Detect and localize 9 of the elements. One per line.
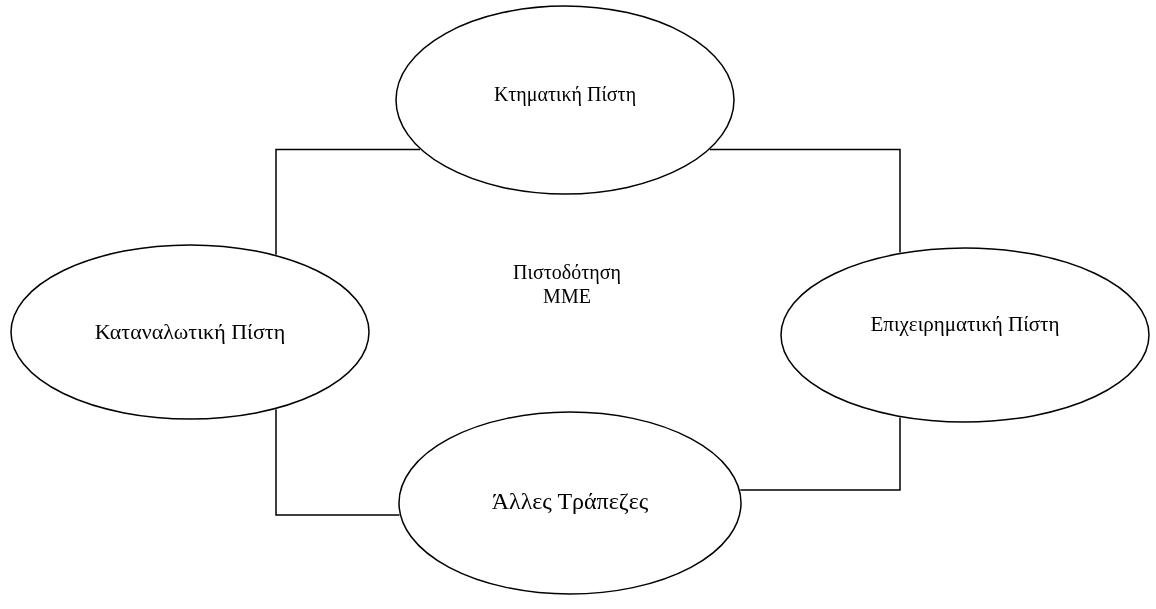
connector-line	[275, 408, 401, 516]
connector-line	[275, 148, 421, 256]
center-label: Πιστοδότηση ΜΜΕ	[512, 260, 622, 308]
node-label: Καταναλωτική Πίστη	[94, 319, 286, 345]
node-label: Κτηματική Πίστη	[493, 82, 637, 106]
connector-line	[709, 148, 901, 254]
connector-line	[739, 416, 901, 491]
node-label: Επιχειρηματική Πίστη	[870, 311, 1060, 337]
node-label: Άλλες Τράπεζες	[491, 487, 649, 515]
